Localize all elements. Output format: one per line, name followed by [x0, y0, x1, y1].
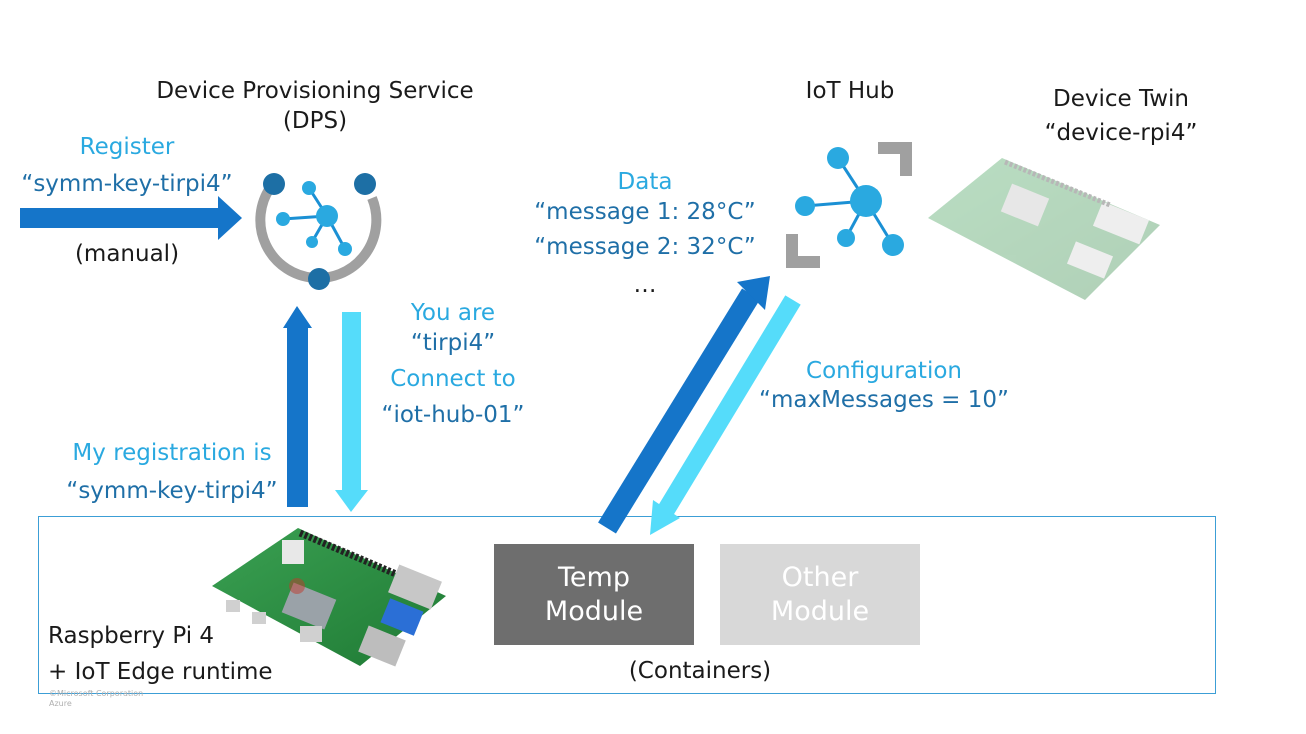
copyright-footer: ©Microsoft Corporation Azure	[49, 689, 143, 710]
edge-device-frame	[38, 516, 1216, 694]
data-arrow	[598, 276, 770, 534]
dps-icon	[255, 173, 382, 290]
register-note: (manual)	[74, 241, 180, 267]
device-twin-label: Device Twin	[1053, 86, 1189, 112]
device-name: Raspberry Pi 4	[48, 623, 215, 649]
configuration-value: “maxMessages = 10”	[759, 387, 1009, 413]
azure-line: Azure	[49, 699, 72, 709]
iot-hub-icon	[786, 142, 912, 268]
configuration-arrow	[650, 295, 801, 535]
registration-label: My registration is	[72, 440, 272, 466]
dps-title: Device Provisioning Service	[156, 78, 474, 104]
containers-label: (Containers)	[628, 658, 772, 684]
response-arrow	[335, 312, 368, 512]
device-twin-board	[928, 158, 1160, 300]
temp-module: Temp Module	[494, 544, 694, 645]
device-runtime: + IoT Edge runtime	[48, 659, 273, 685]
dps-acronym: (DPS)	[282, 108, 348, 134]
register-arrow	[20, 196, 242, 240]
data-message-2: “message 2: 32°C”	[534, 234, 756, 260]
response-line2: “tirpi4”	[410, 330, 496, 356]
data-ellipsis: …	[633, 272, 657, 298]
response-line4: “iot-hub-01”	[381, 402, 525, 428]
other-module: Other Module	[720, 544, 920, 645]
registration-arrow	[283, 306, 312, 507]
register-label: Register	[79, 134, 175, 160]
raspberry-pi-board	[212, 528, 446, 667]
register-value: “symm-key-tirpi4”	[21, 171, 233, 197]
device-twin-value: “device-rpi4”	[1044, 120, 1198, 146]
iot-hub-label: IoT Hub	[805, 78, 895, 104]
copyright-line: ©Microsoft Corporation	[49, 689, 144, 698]
response-line1: You are	[410, 300, 496, 326]
data-label: Data	[617, 169, 673, 195]
data-message-1: “message 1: 28°C”	[534, 199, 756, 225]
configuration-label: Configuration	[806, 358, 962, 384]
registration-value: “symm-key-tirpi4”	[66, 478, 278, 504]
response-line3: Connect to	[390, 366, 516, 392]
